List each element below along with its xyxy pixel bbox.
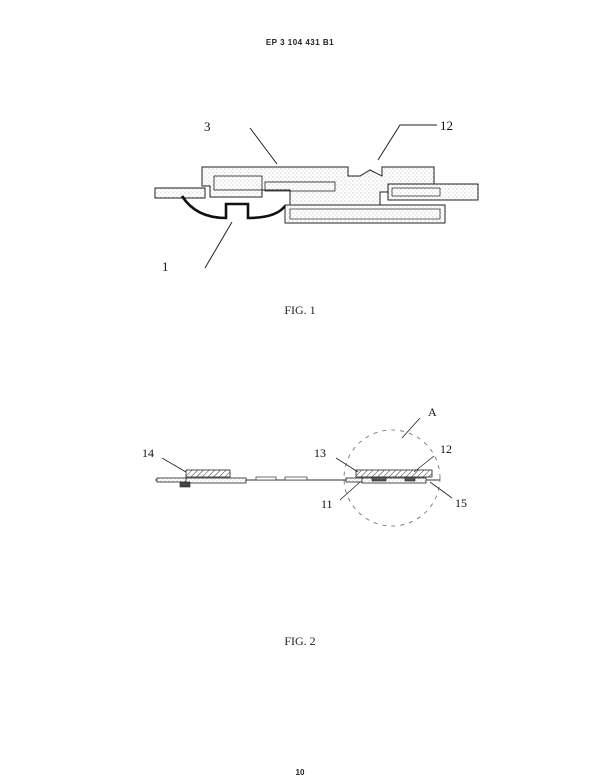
fig2-leader-13 <box>335 457 359 473</box>
fig2-right-lower <box>361 477 427 484</box>
figure-1-caption: FIG. 1 <box>284 303 316 317</box>
fig2-left-lower <box>185 477 247 484</box>
fig2-left-base <box>156 477 188 483</box>
fig2-label-13: 13 <box>314 446 326 460</box>
fig2-label-12: 12 <box>440 442 452 456</box>
fig2-right-base <box>345 477 365 483</box>
fig2-detail-circle-a <box>343 429 441 527</box>
fig2-right-plate <box>355 469 433 478</box>
fig1-leader-1 <box>204 221 233 269</box>
fig1-label-1: 1 <box>162 259 169 274</box>
fig1-right-inner <box>391 187 441 197</box>
fig2-right-chip-2 <box>404 476 416 482</box>
fig2-leader-15 <box>429 481 453 499</box>
fig2-right-chip <box>371 476 387 482</box>
fig2-leader-12 <box>413 455 435 473</box>
fig1-lower-block <box>284 204 446 224</box>
fig2-leader-11 <box>339 481 361 501</box>
fig1-right-layer <box>387 183 479 201</box>
fig2-mid-segment-2 <box>284 476 308 481</box>
fig2-leader-a <box>401 417 421 439</box>
figure-2-caption: FIG. 2 <box>284 634 316 648</box>
page-number: 10 <box>295 768 305 777</box>
fig2-left-tab <box>179 481 191 488</box>
fig2-label-15: 15 <box>455 496 467 510</box>
fig1-left-layer <box>154 187 206 199</box>
fig2-label-14: 14 <box>142 446 154 460</box>
fig2-label-a: A <box>428 405 437 419</box>
fig1-recess-left <box>213 175 263 191</box>
fig2-leader-14 <box>161 457 187 473</box>
fig1-label-12: 12 <box>440 118 453 133</box>
fig1-leader-3 <box>249 127 278 165</box>
fig1-leader-12 <box>377 124 437 161</box>
fig1-recess-mid <box>264 181 336 192</box>
fig1-dome <box>180 195 287 220</box>
fig1-label-3: 3 <box>204 119 211 134</box>
fig2-left-plate <box>185 469 231 478</box>
fig1-lower-inner <box>289 208 441 220</box>
patent-number: EP 3 104 431 B1 <box>265 38 335 47</box>
fig2-label-11: 11 <box>321 497 333 511</box>
fig2-mid-segment-1 <box>255 476 277 481</box>
